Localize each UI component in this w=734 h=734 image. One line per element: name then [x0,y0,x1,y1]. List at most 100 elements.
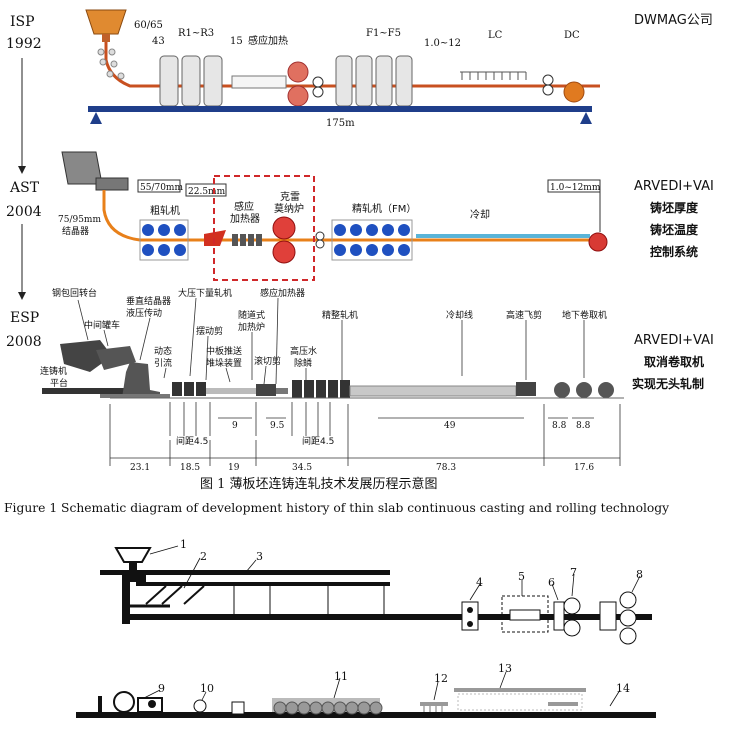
esp-seg-5: 17.6 [574,463,594,473]
esp-label-roll-shear: 滚切剪 [254,355,281,367]
ast-label-mold-2: 结晶器 [62,225,89,237]
caption-en: Figure 1 Schematic diagram of developmen… [4,501,669,515]
esp-label-caster-2: 平台 [50,377,68,389]
ast-coilbox-bottom [272,240,296,264]
num-1: 1 [180,538,187,551]
timeline-arrowhead-1 [18,166,26,174]
isp-strand [104,42,600,88]
esp-cooling-line [349,385,517,397]
esp-flying-shear [516,382,536,396]
num-5: 5 [518,570,525,583]
isp-label-rough: R1~R3 [178,28,214,39]
num-14: 14 [616,682,630,695]
esp-label-pusher-2: 堆垛装置 [206,357,242,369]
esp-caster [42,340,170,398]
timeline-arrowhead-2 [18,292,26,300]
ast-box-final [547,179,601,193]
bottom-schematic: 1 2 3 4 5 6 7 8 9 10 11 12 13 14 [76,538,656,718]
esp-label-descale-1: 高压水 [290,345,317,357]
ast-box-thick [185,183,227,197]
isp-coilbox-top [287,61,309,83]
ast-year: 2004 [6,204,42,220]
ast-highlight-box [213,175,315,281]
esp-label-descale-2: 除鳞 [294,357,312,369]
esp-label-induction: 感应加热器 [260,287,305,299]
esp-note-1: 取消卷取机 [644,354,704,369]
ast-induction-heater [232,234,262,246]
num-10: 10 [200,682,214,695]
esp-finish-stands [292,380,350,398]
num-7: 7 [570,566,577,579]
bottom-item-9 [98,691,163,713]
isp-rough-mill [159,55,223,107]
ast-rough-mill [139,219,189,261]
isp-laminar-cooling [460,71,527,80]
esp-note-2: 实现无头轧制 [632,376,704,391]
num-3: 3 [256,550,263,563]
esp-coilers [554,382,614,398]
esp-induction-heater [256,384,276,396]
esp-seg-1: 18.5 [180,463,200,473]
ast-label-thick: 22.5mm [188,187,226,197]
ast-label-rough: 粗轧机 [150,204,180,217]
bottom-item-10 [190,699,245,718]
esp-label-d88a: 8.8 [552,421,567,431]
ast-label-final: 1.0~12mm [550,183,601,193]
isp-label-mold2: 43 [152,36,165,47]
ast-line: 75/95mm 结晶器 55/70mm 22.5mm 粗轧机 感应 加热器 克雷… [58,151,608,281]
num-4: 4 [476,576,483,589]
isp-year: 1992 [6,36,42,52]
num-9: 9 [158,682,165,695]
ast-company: ARVEDI+VAI [634,179,714,194]
bottom-lower-line [76,712,656,718]
bottom-item-6 [553,601,565,631]
ast-finish-mill [331,219,413,261]
esp-label-follower-2: 加热炉 [238,321,265,333]
isp-nozzle [102,34,110,42]
num-2: 2 [200,550,207,563]
esp-label-pendulum: 摆动剪 [196,325,223,337]
ast-label-mold-1: 75/95mm [58,215,101,225]
bottom-item-11 [272,698,383,715]
esp-transfer-table [206,388,256,394]
esp-label-cooling: 冷却线 [446,309,473,321]
ast-tundish [95,177,129,191]
isp-label-induction: 感应加热 [248,34,288,47]
esp-label-vmold-2: 液压传动 [126,307,162,319]
esp-label-gap2: 间距4.5 [302,435,334,447]
esp-label-flying-shear: 高速飞剪 [506,309,542,321]
esp-seg-0: 23.1 [130,463,150,473]
esp-label-follower-1: 随道式 [238,309,265,321]
esp-label-d49: 49 [444,421,456,431]
bottom-main-line [122,614,652,620]
ast-cooling-zone [416,234,590,238]
ast-label-induction-1: 感应 [234,200,254,213]
esp-label-dynamic-2: 引流 [154,357,172,369]
bottom-item-12 [420,702,448,712]
isp-line: 60/65 43 R1~R3 15 感应加热 F1~F5 1.0~12 [85,9,600,129]
ast-label-furnace-1: 克雷 [280,191,300,203]
right-notes: DWMAG公司 ARVEDI+VAI 铸坯厚度 铸坯温度 控制系统 ARVEDI… [632,13,714,391]
isp-coilbox-bottom [287,85,309,107]
ast-label-furnace-2: 莫纳炉 [274,202,304,215]
ast-label-slab: 55/70mm [140,183,183,193]
esp-label-pusher-1: 中板推送 [206,345,242,357]
esp-seg-4: 78.3 [436,463,456,473]
ast-box-slab [137,179,181,193]
num-11: 11 [334,670,348,683]
isp-label-final: 1.0~12 [424,38,461,49]
ast-name: AST [9,180,40,196]
isp-name: ISP [10,14,35,30]
ast-note-3: 控制系统 [650,244,698,259]
esp-hrm-stands [172,382,206,396]
esp-seg-3: 34.5 [292,463,312,473]
esp-label-tundish: 中间罐车 [84,319,120,331]
isp-label-finish: F1~F5 [366,28,401,39]
isp-downcoiler [563,81,585,103]
caption-cn: 图 1 薄板坯连铸连轧技术发展历程示意图 [200,476,438,492]
esp-label-hrm: 大压下量轧机 [178,287,232,299]
ast-note-2: 铸坯温度 [650,222,699,237]
bottom-upper-frame [100,570,390,575]
